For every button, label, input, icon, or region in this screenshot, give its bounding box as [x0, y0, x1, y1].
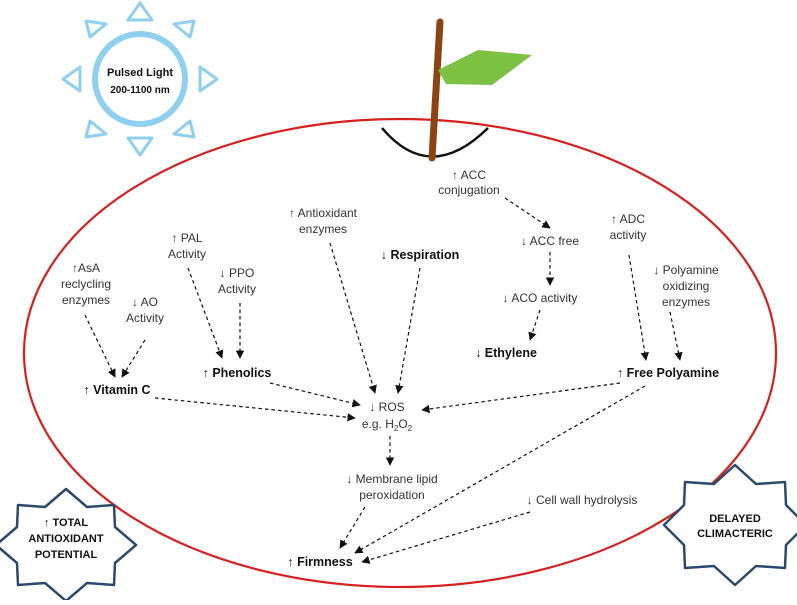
node-ethylene: ↓ Ethylene [475, 346, 537, 360]
right-star-badge: DELAYED CLIMACTERIC [662, 463, 797, 587]
node-text: ↑ ADC [611, 212, 645, 226]
node-text: Activity [126, 311, 164, 325]
arrows [84, 197, 683, 564]
node-text: Activity [218, 282, 256, 296]
arrow-antioxidant-to-ros [329, 242, 377, 394]
sun-icon: Pulsed Light 200-1100 nm [61, 1, 219, 157]
arrow-ao-to-vitamin-c [121, 339, 146, 378]
node-vitamin-c: ↑ Vitamin C [83, 383, 150, 397]
node-cell-wall: ↓ Cell wall hydrolysis [527, 493, 638, 507]
sun-subtitle: 200-1100 nm [110, 85, 170, 96]
node-phenolics: ↑ Phenolics [203, 366, 272, 380]
node-text: ↓ ROS [369, 400, 404, 414]
node-text: ↓ Polyamine [653, 263, 719, 277]
node-text: activity [610, 228, 647, 242]
node-membrane-lipid: ↓ Membrane lipid peroxidation [346, 472, 437, 502]
node-ppo-activity: ↓ PPO Activity [218, 266, 256, 296]
arrow-aco-to-ethylene [528, 309, 541, 341]
left-star-line3: POTENTIAL [35, 549, 98, 561]
arrow-cell-wall-to-firmness [361, 511, 531, 564]
node-aco-activity: ↓ ACO activity [503, 291, 578, 305]
node-ao-activity: ↓ AO Activity [126, 295, 164, 325]
left-star-line1: ↑ TOTAL [44, 517, 88, 529]
node-text: peroxidation [359, 488, 424, 502]
node-asa-recycling: ↑AsA reclycling enzymes [61, 261, 111, 307]
node-text: ↓ AO [132, 295, 158, 309]
node-text: ↑ ACC [452, 168, 486, 182]
node-pal-activity: ↑ PAL Activity [168, 231, 206, 261]
node-text: reclycling [61, 277, 111, 291]
node-free-polyamine: ↑ Free Polyamine [617, 366, 719, 380]
node-acc-free: ↓ ACC free [521, 234, 579, 248]
ros-formula: e.g. H2O2 [362, 417, 413, 433]
left-star-line2: ANTIOXIDANT [28, 533, 103, 545]
node-ros: ↓ ROS e.g. H2O2 [362, 400, 413, 433]
arrow-membrane-to-firmness [339, 506, 366, 549]
arrow-pal-to-phenolics [187, 267, 224, 359]
arrow-polyamine-oxid-to-free-polyamine [669, 311, 683, 361]
right-star-line2: CLIMACTERIC [697, 528, 773, 540]
node-firmness: ↑ Firmness [287, 555, 352, 569]
arrow-asa-to-vitamin-c [84, 314, 116, 378]
node-polyamine-oxidizing: ↓ Polyamine oxidizing enzymes [653, 263, 719, 309]
node-text: ↑ Antioxidant [289, 206, 358, 220]
node-text: ↑AsA [72, 261, 100, 275]
node-text: Activity [168, 247, 206, 261]
right-star-line1: DELAYED [709, 513, 761, 525]
arrow-phenolics-to-ros [269, 382, 361, 408]
arrow-acc-conj-to-acc-free [504, 197, 551, 229]
node-adc-activity: ↑ ADC activity [610, 212, 647, 242]
node-acc-conjugation: ↑ ACC conjugation [438, 168, 499, 197]
node-respiration: ↓ Respiration [381, 248, 460, 262]
arrow-vitamin-c-to-ros [154, 397, 356, 422]
node-text: enzymes [662, 295, 710, 309]
node-text: oxidizing [663, 279, 710, 293]
node-text: enzymes [299, 222, 347, 236]
node-text: ↑ PAL [171, 231, 202, 245]
node-text: ↓ Membrane lipid [346, 472, 437, 486]
node-text: conjugation [438, 183, 499, 197]
leaf-icon [438, 50, 532, 85]
apple-stem [428, 18, 444, 162]
node-antioxidant-enzymes: ↑ Antioxidant enzymes [289, 206, 358, 236]
node-text: ↓ PPO [220, 266, 255, 280]
arrow-respiration-to-ros [395, 267, 421, 394]
arrow-adc-to-free-polyamine [628, 254, 649, 361]
arrow-free-polyamine-to-ros [421, 382, 621, 414]
node-text: enzymes [62, 293, 110, 307]
apple-outline [22, 117, 778, 589]
sun-title: Pulsed Light [107, 67, 173, 79]
